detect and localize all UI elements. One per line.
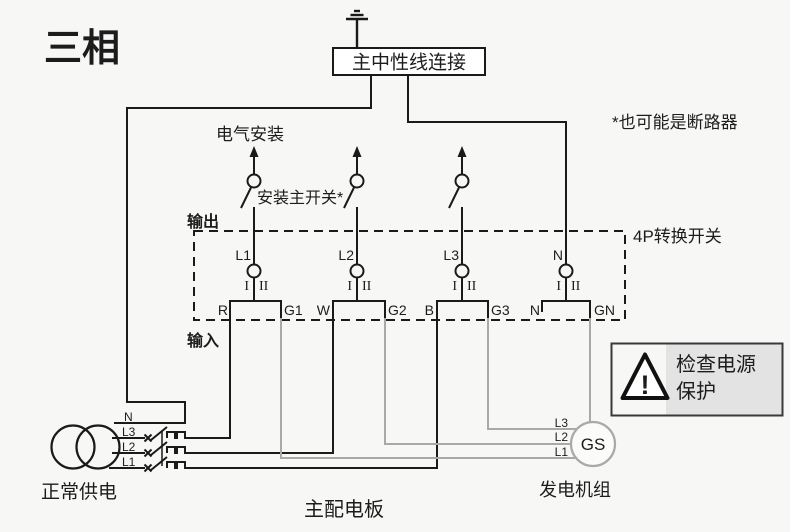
arrow-up-icon xyxy=(249,146,259,157)
normal-terminal-label: N xyxy=(530,302,540,318)
generator-terminal-label: GN xyxy=(594,302,615,318)
breaker-pole-l2 xyxy=(112,302,334,458)
transfer-switch-box xyxy=(193,230,626,321)
normal-terminal-label: W xyxy=(317,302,331,318)
supply-breaker xyxy=(109,302,438,473)
page-title: 三相 xyxy=(44,28,120,70)
warning-text-line1: 检查电源 xyxy=(676,353,756,376)
position-1-label: I xyxy=(452,279,457,294)
earth-ground-icon xyxy=(346,9,368,48)
pole-line-label: L3 xyxy=(443,247,459,263)
supply-terminal-l1: L1 xyxy=(122,455,136,469)
install-main-switches xyxy=(240,146,470,231)
supply-terminal-l3: L3 xyxy=(122,425,136,439)
generator-icon: GS xyxy=(569,420,617,468)
main-switch-l1 xyxy=(240,146,262,231)
position-1-label: I xyxy=(244,279,249,294)
generator-terminal-label: G2 xyxy=(388,302,407,318)
output-label: 输出 xyxy=(187,212,219,231)
gen-terminal-l3: L3 xyxy=(555,416,569,430)
pole-line-label: L1 xyxy=(235,247,251,263)
arrow-up-icon xyxy=(352,146,362,157)
wire-g3 xyxy=(487,318,576,430)
normal-terminal-label: B xyxy=(425,302,434,318)
neutral-supply-wire xyxy=(114,75,372,424)
main-switch-l2 xyxy=(343,146,365,231)
switch-pole-l1: L1 I II R G1 xyxy=(218,231,303,318)
install-main-switch-label: 安装主开关* xyxy=(257,189,343,207)
position-2-label: II xyxy=(467,279,477,294)
neutral-switch-wire xyxy=(407,75,567,231)
wire-g1 xyxy=(280,318,575,459)
breaker-pole-l1 xyxy=(109,302,438,473)
generator-wires xyxy=(280,318,591,459)
contact-x-icon xyxy=(143,448,153,458)
electrical-installation-label: 电气安装 xyxy=(216,125,284,144)
neutral-link-label: 主中性线连接 xyxy=(352,52,466,74)
normal-terminal-label: R xyxy=(218,302,228,318)
exclamation-mark: ! xyxy=(641,370,650,400)
breaker-note: *也可能是断路器 xyxy=(612,113,738,132)
position-1-label: I xyxy=(556,279,561,294)
warning-triangle-icon xyxy=(620,352,670,400)
generator-label: 发电机组 xyxy=(539,480,611,500)
main-switch-l3 xyxy=(448,146,470,231)
transfer-switch-label: 4P转换开关 xyxy=(633,227,722,246)
warning-sign: ! 检查电源 保护 xyxy=(610,342,784,417)
position-2-label: II xyxy=(571,279,581,294)
arrow-up-icon xyxy=(457,146,467,157)
gen-terminal-l1: L1 xyxy=(555,445,569,459)
contact-x-icon xyxy=(143,463,153,473)
gen-terminal-l2: L2 xyxy=(555,430,569,444)
switch-pole-n: N I II N GN xyxy=(530,231,615,318)
position-2-label: II xyxy=(259,279,269,294)
position-1-label: I xyxy=(347,279,352,294)
generator-terminal-labels: L3 L2 L1 xyxy=(555,416,569,459)
switch-pole-l2: L2 I II W G2 xyxy=(317,231,407,318)
normal-supply-label: 正常供电 xyxy=(41,481,117,503)
generator-terminal-label: G3 xyxy=(491,302,510,318)
pole-line-label: L2 xyxy=(338,247,354,263)
wire-g2 xyxy=(384,318,571,445)
position-2-label: II xyxy=(362,279,372,294)
breaker-pole-l3 xyxy=(112,302,231,443)
neutral-link-box: 主中性线连接 xyxy=(332,47,486,76)
generator-terminal-label: G1 xyxy=(284,302,303,318)
contact-x-icon xyxy=(143,433,153,443)
supply-terminal-labels: N L3 L2 L1 xyxy=(122,410,136,469)
supply-terminal-n: N xyxy=(124,410,133,424)
transformer-icon xyxy=(50,424,121,470)
pole-line-label: N xyxy=(553,247,563,263)
warning-text-line2: 保护 xyxy=(676,380,716,403)
input-label: 输入 xyxy=(187,331,219,350)
generator-symbol: GS xyxy=(581,435,606,454)
board-label: 主配电板 xyxy=(304,498,384,521)
supply-terminal-l2: L2 xyxy=(122,440,136,454)
